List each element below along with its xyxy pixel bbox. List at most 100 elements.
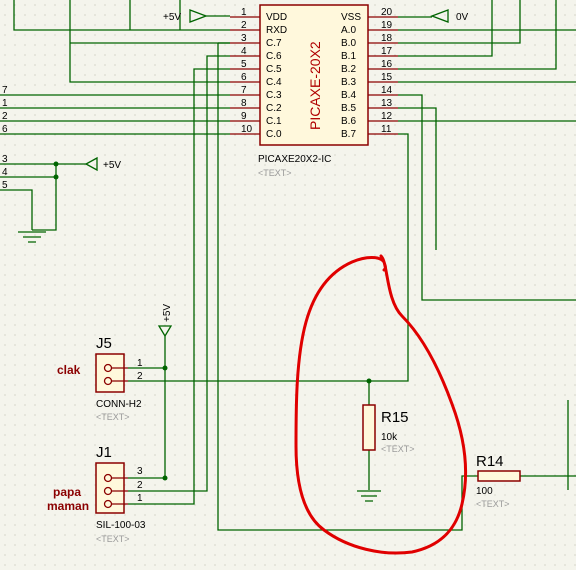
wire-j5-b7 (128, 133, 409, 382)
chip-pin-name: RXD (266, 25, 287, 36)
chip-pin-name: B.2 (341, 64, 356, 75)
j5-net-label: clak (57, 363, 81, 377)
left-connector-pin: 5 (2, 180, 8, 191)
wires (0, 0, 576, 531)
chip-pin-number: 15 (381, 72, 393, 83)
chip-pin-number: 13 (381, 98, 393, 109)
j1-net-label-line1: papa (53, 485, 81, 499)
resistor-r15[interactable]: R15 10k <TEXT> (362, 404, 415, 454)
wire-b0 (398, 0, 521, 44)
chip-pin-number: 10 (241, 124, 253, 135)
j5-pin-leads (112, 367, 128, 382)
junctions (53, 161, 372, 481)
chip-pin-name: VSS (341, 12, 361, 23)
chip-pin-number: 6 (241, 72, 247, 83)
wire-lconn-gnd (32, 164, 57, 231)
r15-body (362, 404, 376, 451)
j1-pin-number: 3 (137, 466, 143, 477)
left-supply-label: +5V (103, 160, 121, 171)
chip-right-pins: 20VSS19A.018B.017B.116B.215B.314B.413B.5… (341, 7, 398, 140)
j1-pin-icon (103, 499, 113, 509)
chip-pin-name: B.1 (341, 51, 356, 62)
vdd-power-symbol[interactable]: +5V (163, 9, 230, 23)
j1-pin-number: 2 (137, 480, 143, 491)
ground-symbol-left (18, 231, 46, 243)
chip-pin-name: C.4 (266, 77, 282, 88)
ground-symbol-r15 (357, 490, 381, 502)
wire-b5 (398, 107, 437, 250)
vss-arrow-icon (430, 9, 449, 23)
left-net-label: 7 (2, 85, 8, 96)
connector-j5[interactable]: J5 1 2 CONN-H2 <TEXT> clak (57, 335, 143, 422)
chip-pin-number: 20 (381, 7, 393, 18)
left-net-label: 2 (2, 111, 8, 122)
chip-pin-number: 16 (381, 59, 393, 70)
chip-ref: PICAXE20X2-IC (258, 154, 331, 165)
vss-label: 0V (456, 12, 469, 23)
j1-pin-leads (112, 477, 128, 505)
chip-pin-name: C.2 (266, 103, 282, 114)
r15-ref: R15 (381, 409, 409, 426)
chip-pin-number: 5 (241, 59, 247, 70)
j1-ref: J1 (96, 444, 112, 461)
chip-pin-name: C.7 (266, 38, 282, 49)
wire-b1 (398, 0, 493, 57)
j5-pin-icon (103, 363, 113, 373)
wire-c4 (69, 0, 230, 83)
junction-dot (162, 365, 168, 371)
chip-pin-name: B.0 (341, 38, 356, 49)
r14-body (477, 470, 521, 482)
left-connector-pin-labels: 3 4 5 (2, 154, 8, 191)
left-connector-pin: 4 (2, 167, 8, 178)
r15-value: 10k (381, 432, 398, 443)
j5-text-placeholder: <TEXT> (96, 412, 130, 422)
chip-pin-number: 19 (381, 20, 393, 31)
chip-pin-number: 11 (381, 124, 392, 135)
vdd-arrow-icon (189, 9, 208, 23)
j5-pin-icon (103, 376, 113, 386)
ground-icon (18, 231, 46, 243)
vertical-supply-symbol[interactable]: +5V (157, 304, 173, 338)
left-connector-pin: 3 (2, 154, 8, 165)
chip-pin-name: A.0 (341, 25, 356, 36)
chip-pin-number: 2 (241, 20, 247, 31)
chip-pin-number: 3 (241, 33, 247, 44)
left-net-label: 1 (2, 98, 8, 109)
j1-pin-icon (103, 486, 113, 496)
junction-dot (366, 378, 372, 384)
left-supply-symbol[interactable]: +5V (84, 156, 121, 172)
left-edge-net-labels: 7 1 2 6 (2, 85, 8, 135)
freehand-annotation-loop (294, 254, 468, 555)
r15-text-placeholder: <TEXT> (381, 444, 415, 454)
chip-pin-name: B.4 (341, 90, 356, 101)
chip-pin-name: B.5 (341, 103, 356, 114)
junction-dot (53, 174, 59, 180)
chip-pin-name: VDD (266, 12, 287, 23)
j1-pin-number: 1 (137, 493, 143, 504)
connector-j1[interactable]: J1 3 2 1 SIL-100-03 <TEXT> papa maman (47, 444, 146, 544)
j5-ref: J5 (96, 335, 112, 352)
wire-c6-j1 (128, 55, 230, 492)
wire-b2 (398, 0, 557, 70)
chip-pin-number: 4 (241, 46, 247, 57)
j1-text-placeholder: <TEXT> (96, 534, 130, 544)
resistor-r14[interactable]: R14 100 <TEXT> (476, 453, 521, 509)
junction-dot (53, 161, 59, 167)
r14-text-placeholder: <TEXT> (476, 499, 510, 509)
wire-rxd (13, 0, 230, 31)
chip-pin-number: 8 (241, 98, 247, 109)
left-supply-arrow-icon (84, 156, 98, 172)
j1-value: SIL-100-03 (96, 520, 146, 531)
wire-c5-j1 (128, 68, 230, 505)
chip-pin-name: C.5 (266, 64, 282, 75)
wire-c7-r14 (217, 43, 478, 531)
ground-icon (357, 490, 381, 502)
chip-pin-number: 12 (381, 111, 393, 122)
vertical-supply-arrow-icon (157, 325, 173, 338)
vss-power-symbol[interactable]: 0V (430, 9, 469, 23)
chip-body (259, 4, 369, 146)
